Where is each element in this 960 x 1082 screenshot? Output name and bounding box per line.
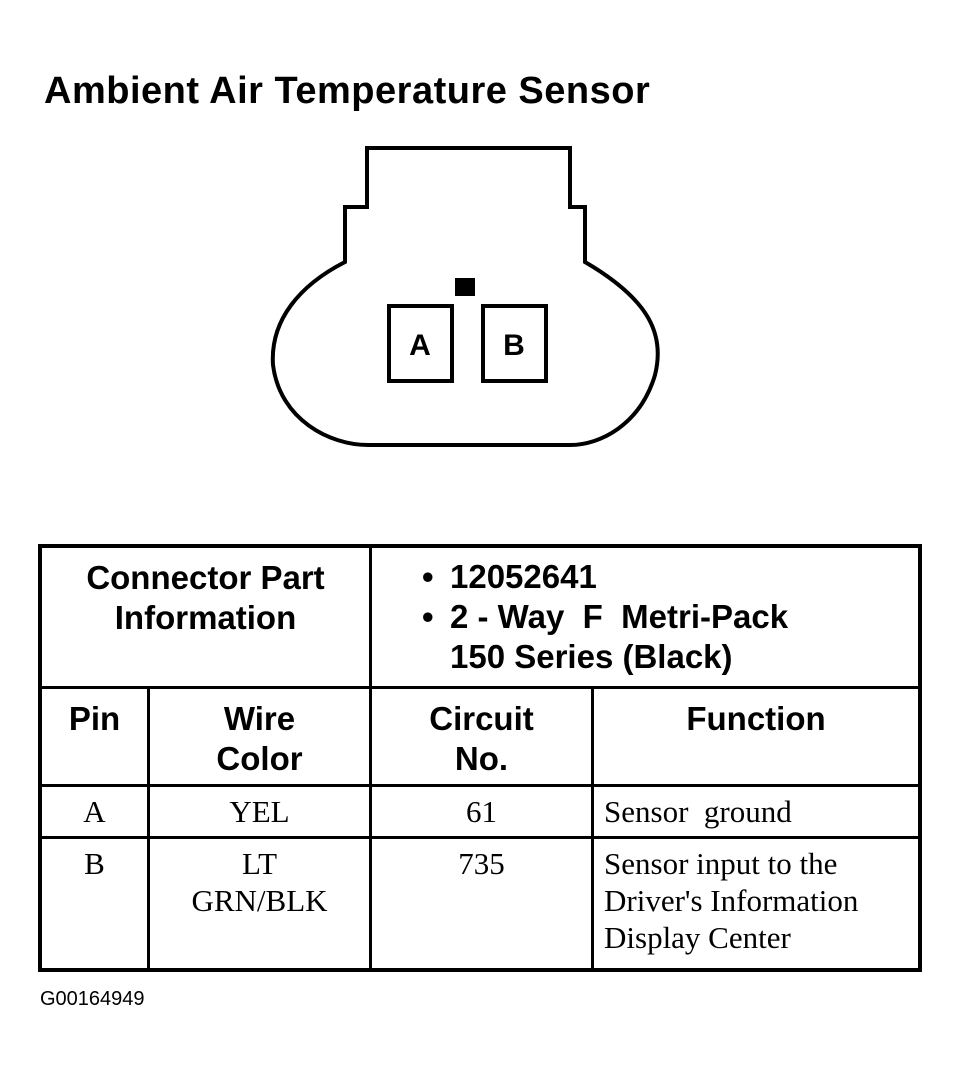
part-number-line: • 12052641: [422, 557, 918, 597]
row-b-function-line2: Driver's Information: [604, 883, 859, 918]
row-b-wire-line2: GRN/BLK: [191, 883, 328, 918]
header-circuit-no: Circuit No.: [372, 689, 594, 787]
row-a-pin: A: [42, 787, 150, 839]
part-info-label-line1: Connector Part: [86, 559, 325, 596]
row-a-function: Sensor ground: [594, 787, 918, 839]
row-b-wire-line1: LT: [241, 846, 278, 881]
figure-id: G00164949: [40, 988, 145, 1010]
part-number: 12052641: [450, 558, 597, 595]
row-a-circuit: 61: [372, 787, 594, 839]
header-function-text: Function: [686, 700, 826, 737]
polarization-key: [455, 278, 475, 296]
pin-cavity-a-label: A: [409, 329, 431, 362]
row-b-pin: B: [42, 839, 150, 968]
header-pin-text: Pin: [68, 700, 121, 737]
header-wire-color-line2: Color: [216, 740, 303, 777]
header-wire-color: Wire Color: [150, 689, 372, 787]
row-a-wire-line1: YEL: [229, 794, 290, 829]
pin-cavity-a: [387, 304, 454, 383]
connector-face-diagram: A B: [270, 146, 660, 447]
row-b-circuit: 735: [372, 839, 594, 968]
row-b-function-line3: Display Center: [604, 920, 791, 955]
header-function: Function: [594, 689, 918, 787]
row-a-function-line1: Sensor ground: [604, 794, 792, 829]
connector-table: Connector Part Information • 12052641 • …: [38, 544, 922, 972]
part-description-line1: 2 - Way F Metri-Pack: [450, 598, 789, 635]
part-description-line2: 150 Series (Black): [450, 638, 733, 675]
part-info-value-cell: • 12052641 • 2 - Way F Metri-Pack 150 Se…: [372, 548, 918, 689]
row-b-function-line1: Sensor input to the: [604, 846, 838, 881]
part-number-bullet: •: [422, 558, 434, 595]
part-info-label-cell: Connector Part Information: [42, 548, 372, 689]
header-wire-color-line1: Wire: [223, 700, 296, 737]
header-pin: Pin: [42, 689, 150, 787]
row-b-wire-color: LT GRN/BLK: [150, 839, 372, 968]
row-a-wire-color: YEL: [150, 787, 372, 839]
row-b-function: Sensor input to the Driver's Information…: [594, 839, 918, 968]
header-circuit-line1: Circuit: [429, 700, 534, 737]
pin-cavity-b: [481, 304, 548, 383]
part-info-label-line2: Information: [114, 599, 297, 636]
part-description-line: • 2 - Way F Metri-Pack: [422, 597, 918, 637]
header-circuit-line2: No.: [454, 740, 509, 777]
connector-outline: [270, 146, 660, 447]
part-description-bullet: •: [422, 598, 434, 635]
pin-cavity-b-label: B: [503, 329, 525, 362]
diagram-title: Ambient Air Temperature Sensor: [44, 70, 651, 112]
